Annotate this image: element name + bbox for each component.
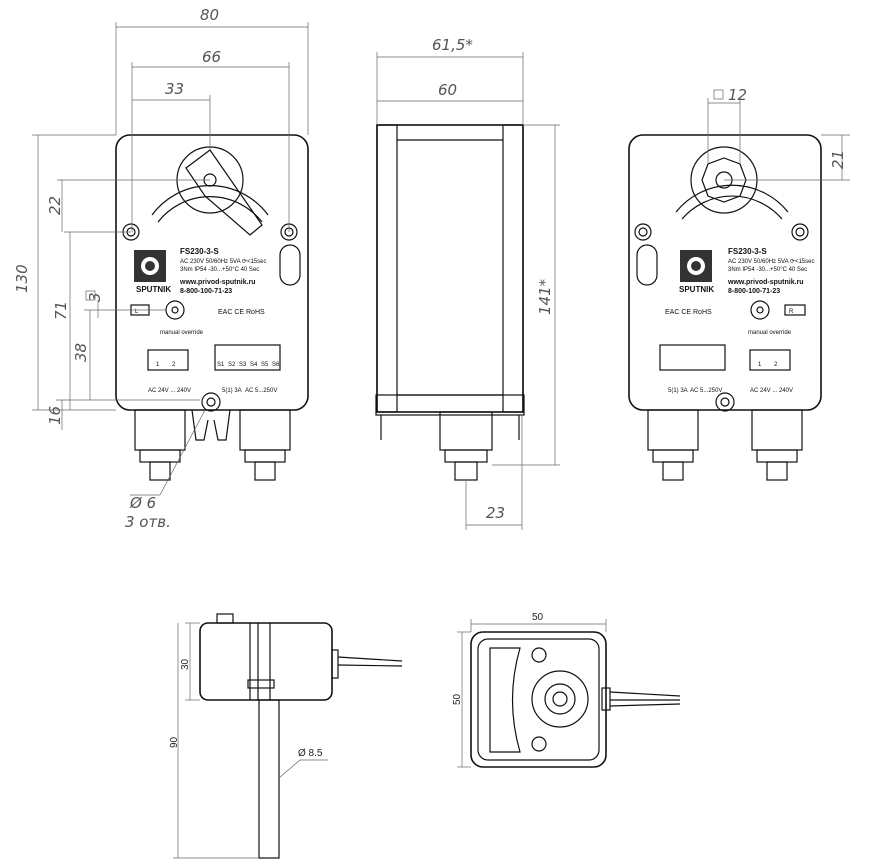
front-right-caption-1: 5(1) 3A xyxy=(222,388,242,394)
dim-rear-21: 21 xyxy=(829,150,847,169)
dim-front-80: 80 xyxy=(200,6,219,24)
dim-side-23: 23 xyxy=(486,504,505,522)
dim-front-33: 33 xyxy=(165,80,184,98)
dim-front-130: 130 xyxy=(13,264,31,293)
rear-terminal-2: 2 xyxy=(774,362,778,368)
front-bottom-hole xyxy=(201,392,221,412)
dim-front-66: 66 xyxy=(202,48,221,66)
front-model: FS230-3-S xyxy=(180,247,219,256)
rear-terminal-block-left xyxy=(749,349,791,371)
rear-model: FS230-3-S xyxy=(728,247,767,256)
dim-sensor-top-height-50: 50 xyxy=(452,693,463,705)
front-gland-right xyxy=(239,409,291,481)
rear-website: www.privod-sputnik.ru xyxy=(727,279,804,286)
front-terminal-s6: S6 xyxy=(272,362,280,368)
front-terminal-s4: S4 xyxy=(250,362,258,368)
dim-sensor-30: 30 xyxy=(180,658,191,670)
dim-side-60: 60 xyxy=(438,81,457,99)
dim-rear-12: 12 xyxy=(728,86,747,104)
front-terminal-block-left xyxy=(147,349,189,371)
rear-terminal-block-right xyxy=(659,344,726,371)
front-terminal-s3: S3 xyxy=(239,362,247,368)
front-manual-override xyxy=(165,300,185,320)
sensor-probe xyxy=(258,699,280,859)
rear-right-caption-1: 5(1) 3A xyxy=(668,388,688,394)
front-terminal-s5: S5 xyxy=(261,362,269,368)
rear-slot xyxy=(636,244,658,286)
front-logo xyxy=(134,250,166,282)
dim-hole-dia: Ø 6 xyxy=(129,494,156,512)
rear-logo xyxy=(680,250,712,282)
dim-hole-count: 3 отв. xyxy=(125,513,171,531)
side-body xyxy=(376,124,524,413)
dim-front-22: 22 xyxy=(46,196,64,215)
dim-side-141: 141* xyxy=(536,278,554,315)
front-switch-label: L xyxy=(135,309,139,315)
front-phone: 8-800-100-71-23 xyxy=(180,288,232,295)
side-gland xyxy=(439,411,493,451)
rear-phone: 8-800-100-71-23 xyxy=(728,288,780,295)
rear-mount-hole-left xyxy=(634,223,652,241)
front-slot xyxy=(279,244,301,286)
sensor-top-ring xyxy=(531,670,589,728)
rear-terminal-1: 1 xyxy=(758,362,762,368)
dim-sensor-90: 90 xyxy=(169,736,180,748)
rear-marks: EAC CE RoHS xyxy=(665,309,712,316)
rear-brand: SPUTNIK xyxy=(679,285,714,294)
front-marks: EAC CE RoHS xyxy=(218,309,265,316)
front-website: www.privod-sputnik.ru xyxy=(179,279,256,286)
front-terminal-s2: S2 xyxy=(228,362,236,368)
rear-manual-label: manual override xyxy=(748,330,792,336)
dim-front-38: 38 xyxy=(72,343,90,362)
sensor-top-view: 50 50 xyxy=(452,612,681,768)
rear-bottom-hole xyxy=(715,392,735,412)
rear-switch-label: R xyxy=(789,309,794,315)
front-dimensions: 80 66 33 130 22 71 38 16 xyxy=(13,6,309,531)
dim-front-71: 71 xyxy=(52,301,70,320)
sensor-side-view: 30 90 Ø 8.5 xyxy=(169,613,403,859)
front-terminal-2: 2 xyxy=(172,362,176,368)
dim-sensor-top-50: 50 xyxy=(532,612,544,623)
rear-gland-right xyxy=(751,409,803,481)
front-left-caption: AC 24V ... 240V xyxy=(148,388,191,394)
sensor-side-dimensions: 30 90 Ø 8.5 xyxy=(169,622,328,859)
side-dimensions: 61,5* 60 141* 23 xyxy=(376,36,560,530)
rear-gland-left xyxy=(647,409,699,481)
rear-shaft-star xyxy=(701,157,747,203)
sensor-top-body xyxy=(470,631,607,768)
dim-front-16: 16 xyxy=(46,406,64,425)
side-view: 61,5* 60 141* 23 xyxy=(375,36,560,530)
front-view: SPUTNIK FS230-3-S AC 230V 50/60Hz 5VA ⟳<… xyxy=(13,6,309,531)
front-terminal-block-right xyxy=(214,344,281,371)
front-terminal-s1: S1 xyxy=(217,362,225,368)
rear-left-caption: AC 24V ... 240V xyxy=(750,388,793,394)
front-spec-1: AC 230V 50/60Hz 5VA ⟳<15sec xyxy=(180,259,266,265)
rear-mount-hole-right xyxy=(791,223,809,241)
front-manual-label: manual override xyxy=(160,330,204,336)
rear-body xyxy=(628,134,822,411)
sensor-top-slot xyxy=(489,647,521,753)
rear-view: SPUTNIK FS230-3-S AC 230V 50/60Hz 5VA ⟳<… xyxy=(628,86,850,481)
front-right-caption-2: AC 5...250V xyxy=(245,388,277,394)
rear-spec-1: AC 230V 50/60Hz 5VA ⟳<15sec xyxy=(728,259,814,265)
rear-switch xyxy=(784,304,806,316)
sensor-top-dimensions: 50 50 xyxy=(452,612,607,768)
front-spec-2: 3Nm IP54 -30...+50°C 40 Sec xyxy=(180,267,259,273)
front-body xyxy=(115,134,309,411)
rear-spec-2: 3Nm IP54 -30...+50°C 40 Sec xyxy=(728,267,807,273)
rear-right-caption-2: AC 5...250V xyxy=(690,388,722,394)
rear-manual-override xyxy=(750,300,770,320)
dim-side-61-5: 61,5* xyxy=(432,36,473,54)
front-terminal-1: 1 xyxy=(156,362,160,368)
rear-dimensions: 12 21 xyxy=(707,86,850,181)
front-gland-left xyxy=(134,409,186,481)
dim-sensor-dia: Ø 8.5 xyxy=(298,748,323,759)
front-brand: SPUTNIK xyxy=(136,285,171,294)
